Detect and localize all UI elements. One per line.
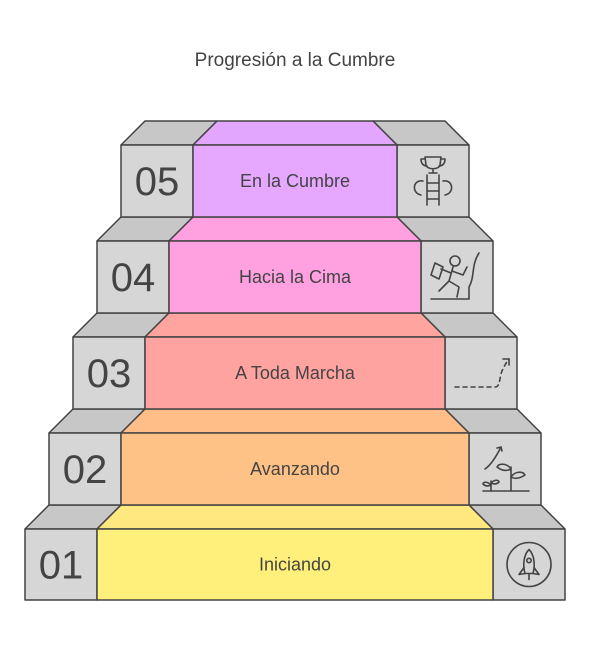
step-03: 03 A Toda Marcha [72, 312, 518, 410]
right-block-face [396, 144, 470, 218]
diagram-title: Progresión a la Cumbre [194, 50, 396, 71]
climber-icon [430, 252, 480, 300]
center-block-face [168, 240, 422, 314]
right-block-face [420, 240, 494, 314]
center-block-face [120, 432, 470, 506]
rocket-icon [506, 541, 552, 588]
trophy-ladder-icon [413, 156, 453, 206]
center-block-face [96, 528, 494, 601]
center-block-top [96, 504, 494, 530]
step-number: 05 [135, 160, 180, 204]
step-number: 02 [63, 448, 108, 492]
step-number: 01 [39, 544, 84, 588]
right-block-face [492, 528, 566, 601]
step-04: 04 Hacia la Cima [96, 216, 494, 314]
center-block-face [192, 144, 398, 218]
step-label: Hacia la Cima [239, 267, 352, 287]
growing-plant-icon [482, 446, 530, 492]
center-block-top [120, 408, 470, 434]
step-label: A Toda Marcha [235, 363, 356, 383]
rising-arrow-icon [454, 358, 510, 388]
step-01: 01 Iniciando [24, 504, 566, 601]
center-block-face [144, 336, 446, 410]
step-05: 05 En la Cumbre [120, 120, 470, 218]
center-block-top [144, 312, 446, 338]
right-block-face [444, 336, 518, 410]
step-label: Avanzando [250, 459, 340, 479]
step-number: 04 [111, 256, 156, 300]
step-label: Iniciando [259, 555, 331, 575]
step-02: 02 Avanzando [48, 408, 542, 506]
center-block-top [192, 120, 398, 146]
step-label: En la Cumbre [240, 171, 350, 191]
right-block-face [468, 432, 542, 506]
step-number: 03 [87, 352, 132, 396]
center-block-top [168, 216, 422, 242]
